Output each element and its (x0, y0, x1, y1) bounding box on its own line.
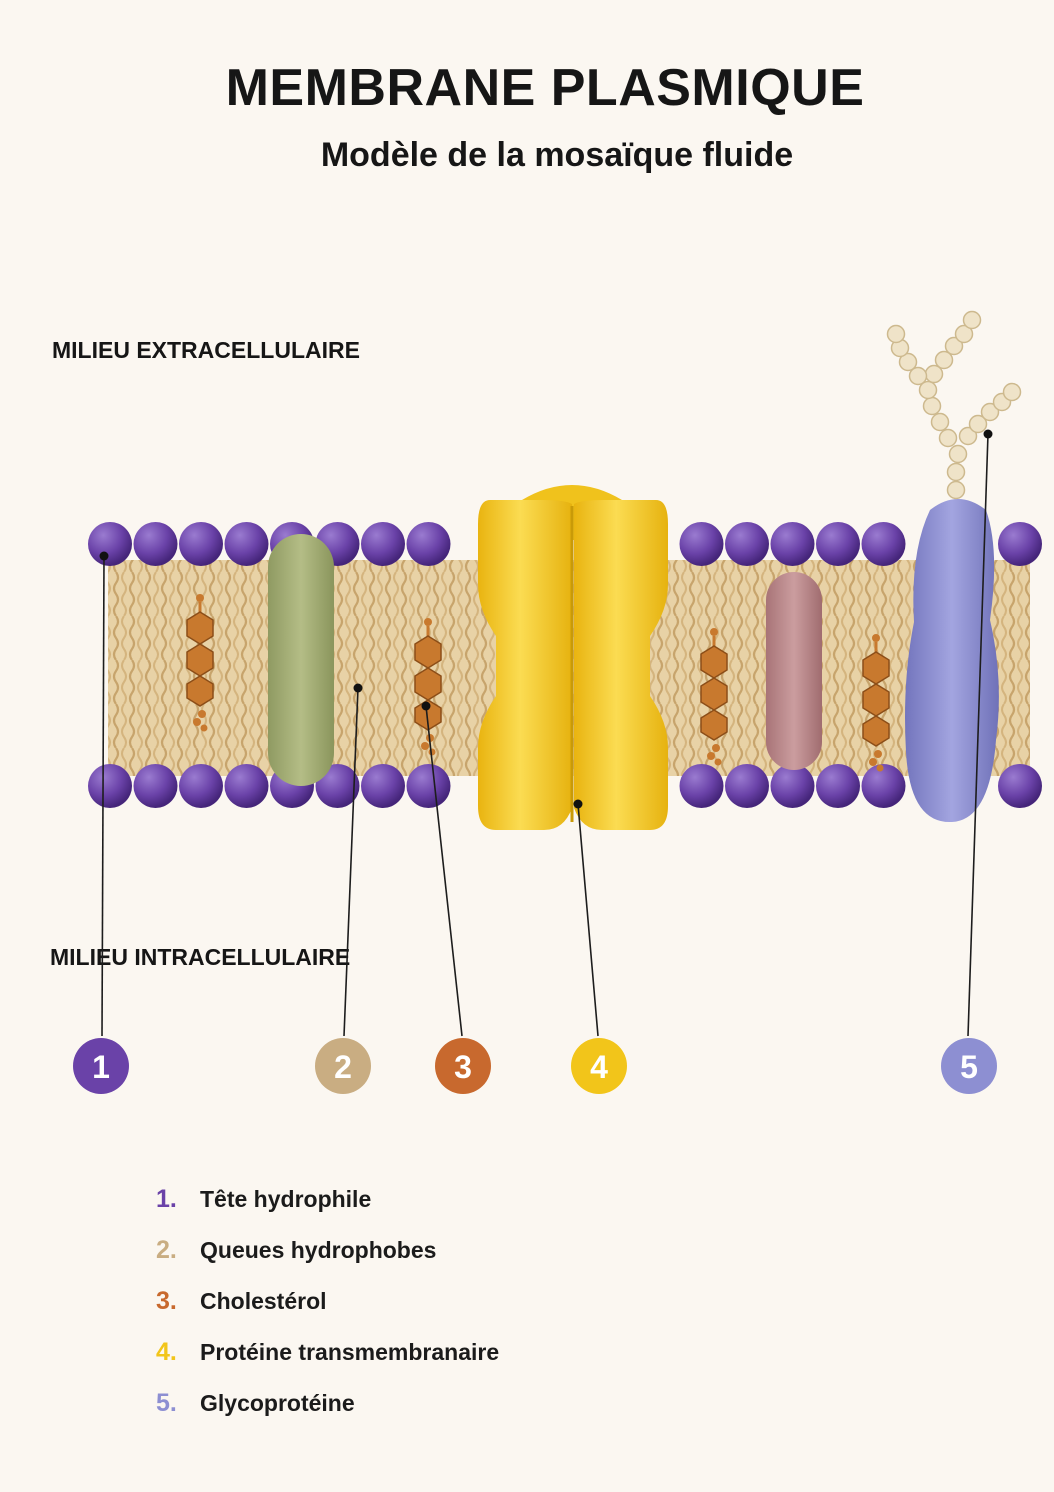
callout-2: 2 (315, 1038, 371, 1094)
legend-number: 3. (156, 1287, 177, 1315)
legend-label: Cholestérol (200, 1288, 327, 1314)
hydrophilic-head (224, 522, 269, 566)
intracellular-label: MILIEU INTRACELLULAIRE (50, 944, 351, 970)
green-protein (268, 534, 334, 786)
sugar-bead (958, 426, 978, 446)
sugar-bead (930, 412, 950, 432)
hydrophilic-head (315, 764, 360, 808)
hydrophilic-head (998, 522, 1042, 566)
hydrophilic-heads-bottom (88, 764, 1042, 808)
hydrophilic-head (406, 764, 451, 808)
sugar-bead (886, 324, 906, 344)
pink-protein (766, 572, 822, 770)
hydrophilic-head (861, 764, 906, 808)
legend-number: 5. (156, 1389, 177, 1417)
hydrophilic-head (179, 764, 223, 808)
leader-dot-1 (99, 551, 109, 561)
legend-item: 3. Cholestérol (156, 1276, 499, 1327)
sugar-bead (962, 310, 982, 330)
hydrophilic-head (179, 522, 223, 566)
hydrophilic-head (861, 522, 906, 566)
leader-line-1 (101, 555, 105, 1037)
carbohydrate-chain (886, 310, 1022, 500)
legend-item: 2. Queues hydrophobes (156, 1225, 499, 1276)
sugar-bead (954, 324, 974, 344)
leader-dot-5 (983, 429, 993, 439)
sugar-bead (918, 380, 938, 400)
page-subtitle: Modèle de la mosaïque fluide (320, 136, 794, 174)
membrane-diagram: 1 2 3 4 5 (73, 310, 1042, 1094)
hydrophilic-head (725, 522, 769, 566)
leader-dot-2 (353, 683, 363, 693)
legend-label: Queues hydrophobes (200, 1237, 437, 1263)
hydrophilic-head (725, 764, 769, 808)
legend-item: 4. Protéine transmembranaire (156, 1327, 499, 1378)
hydrophilic-head (133, 764, 178, 808)
hydrophilic-head (361, 522, 405, 566)
sugar-bead (944, 336, 964, 356)
hydrophilic-head (224, 764, 269, 808)
callout-5: 5 (941, 1038, 997, 1094)
sugar-bead (946, 480, 966, 500)
callout-4: 4 (571, 1038, 627, 1094)
page-title: MEMBRANE PLASMIQUE (225, 59, 865, 117)
callout-2-number: 2 (334, 1049, 352, 1085)
sugar-bead (1002, 382, 1022, 402)
legend-label: Tête hydrophile (200, 1186, 372, 1212)
legend-number: 4. (156, 1338, 177, 1366)
leader-line-2 (343, 687, 359, 1037)
leader-line-5 (967, 433, 989, 1037)
hydrophilic-head (406, 522, 451, 566)
sugar-bead (922, 396, 942, 416)
legend-label: Protéine transmembranaire (200, 1339, 500, 1365)
legend: 1. Tête hydrophile 2. Queues hydrophobes… (156, 1174, 499, 1429)
callout-1: 1 (73, 1038, 129, 1094)
callout-4-number: 4 (590, 1049, 608, 1085)
hydrophilic-head (998, 764, 1042, 808)
legend-item: 1. Tête hydrophile (156, 1174, 499, 1225)
leader-line-3 (425, 705, 463, 1037)
hydrophilic-head (770, 522, 815, 566)
hydrophilic-head (133, 522, 178, 566)
hydrophilic-head (88, 764, 132, 808)
legend-item: 5. Glycoprotéine (156, 1378, 499, 1429)
sugar-bead (908, 366, 928, 386)
sugar-bead (938, 428, 958, 448)
leader-line-4 (577, 803, 599, 1037)
sugar-bead (948, 444, 968, 464)
glycoprotein (905, 499, 999, 823)
hydrophilic-head (816, 522, 860, 566)
hydrophilic-head (770, 764, 815, 808)
sugar-bead (946, 462, 966, 482)
callout-1-number: 1 (92, 1049, 110, 1085)
hydrophilic-head (679, 764, 724, 808)
extracellular-label: MILIEU EXTRACELLULAIRE (52, 337, 360, 363)
sugar-bead (968, 414, 988, 434)
hydrophilic-head (679, 522, 724, 566)
hydrophilic-head (88, 522, 132, 566)
sugar-bead (934, 350, 954, 370)
sugar-bead (980, 402, 1000, 422)
callout-5-number: 5 (960, 1049, 978, 1085)
sugar-bead (898, 352, 918, 372)
callout-3: 3 (435, 1038, 491, 1094)
legend-label: Glycoprotéine (200, 1390, 355, 1416)
legend-number: 2. (156, 1236, 177, 1264)
hydrophilic-head (361, 764, 405, 808)
legend-number: 1. (156, 1185, 177, 1213)
hydrophilic-head (816, 764, 860, 808)
transmembrane-protein (478, 485, 668, 830)
leader-dot-4 (573, 799, 583, 809)
callout-3-number: 3 (454, 1049, 472, 1085)
leader-dot-3 (421, 701, 431, 711)
